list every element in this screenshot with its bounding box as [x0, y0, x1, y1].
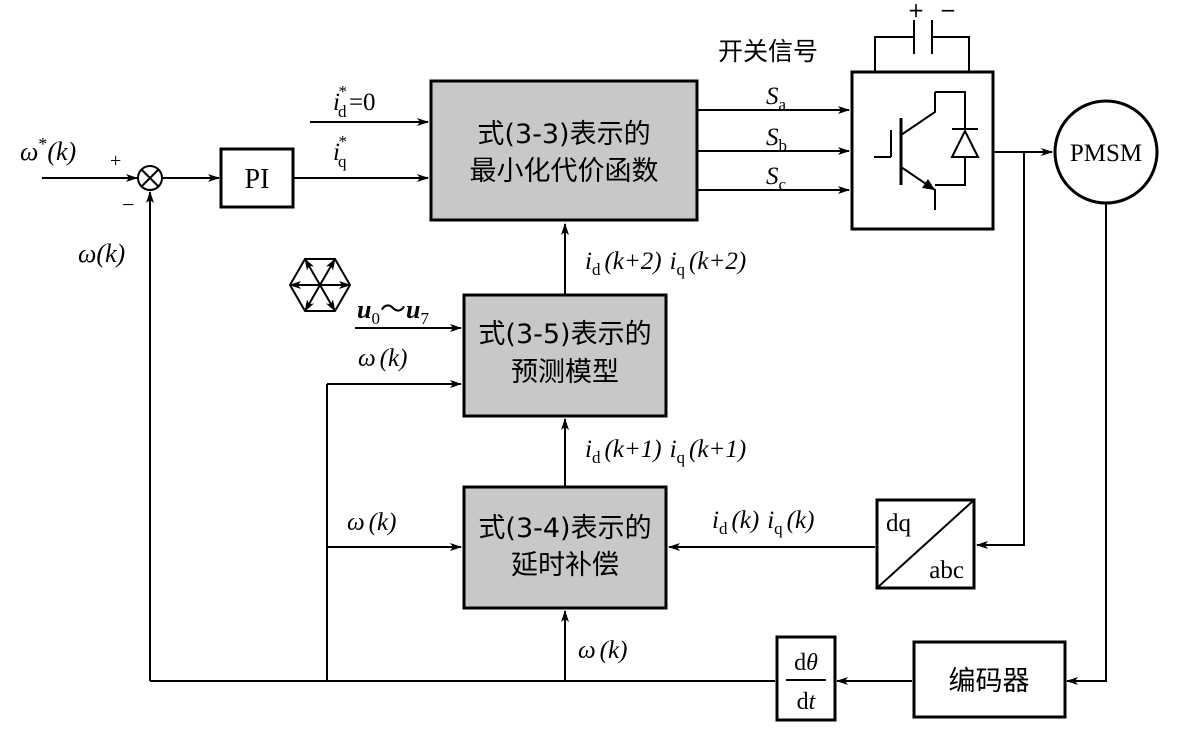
minus-sign: − — [122, 192, 134, 217]
omega-to-model-label: ω(k) — [358, 345, 407, 372]
derivative-block — [775, 635, 837, 722]
cost-function-block — [429, 79, 699, 222]
encoder-block — [912, 640, 1067, 719]
speed-ref-label: ω*(k) — [20, 134, 76, 166]
capacitor-plus-label: + — [908, 0, 925, 22]
delay-compensation-label-1: 式(3-4)表示的 — [478, 513, 651, 544]
pmsm-label: PMSM — [1070, 140, 1142, 167]
derivative-numerator: dθ — [794, 650, 818, 676]
cost-function-label-2: 最小化代价函数 — [470, 156, 659, 187]
current-k1-label: id(k+1)iq(k+1) — [585, 436, 746, 467]
pi-controller-block — [219, 147, 295, 209]
transform-dq-label: dq — [886, 510, 912, 537]
iq-ref-label: iq* — [333, 132, 347, 171]
prediction-model-block — [462, 293, 668, 418]
current-measure-arrow — [976, 152, 1025, 549]
prediction-model-label-1: 式(3-5)表示的 — [478, 319, 651, 350]
omega-to-delay-label: ω(k) — [347, 509, 396, 536]
plus-sign: + — [110, 150, 121, 172]
sb-label: Sb — [766, 124, 787, 155]
transform-abc-label: abc — [929, 557, 964, 584]
encoder-label: 编码器 — [949, 666, 1030, 697]
delay-compensation-block — [462, 485, 668, 610]
pmsm-to-encoder-arrow — [1066, 202, 1107, 685]
capacitor-minus-label: − — [940, 0, 957, 22]
sc-label: Sc — [766, 163, 787, 194]
inverter-block — [850, 20, 995, 231]
summing-junction — [137, 165, 163, 191]
pmsm-motor — [1053, 99, 1159, 205]
omega-to-delay-bottom-label: ω(k) — [578, 637, 627, 664]
delay-compensation-label-2: 延时补偿 — [511, 550, 619, 581]
current-k-label: id(k)iq(k) — [712, 507, 814, 538]
voltage-vector-hexagon-icon — [288, 258, 352, 312]
voltage-vectors-label: u0～u7 — [357, 295, 429, 328]
derivative-denominator: dt — [797, 689, 817, 715]
pi-label: PI — [245, 164, 270, 195]
sa-label: Sa — [766, 83, 787, 114]
current-k2-label: id(k+2)iq(k+2) — [585, 248, 746, 279]
transform-diagonal — [876, 499, 975, 589]
switching-signals-label: 开关信号 — [718, 37, 818, 66]
id-ref-label: id*=0 — [333, 82, 376, 121]
cost-function-label-1: 式(3-3)表示的 — [477, 119, 650, 150]
prediction-model-label-2: 预测模型 — [511, 357, 619, 388]
speed-feedback-label: ω(k) — [78, 239, 125, 268]
